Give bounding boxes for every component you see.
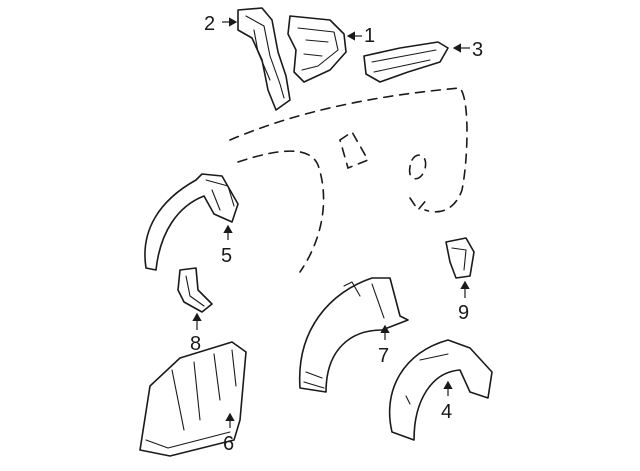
- part-1-bracket: [287, 15, 347, 83]
- callout-8: 8: [190, 333, 201, 355]
- callout-6: 6: [223, 433, 234, 455]
- callout-1: 1: [364, 25, 375, 47]
- part-9-clip: [445, 237, 475, 279]
- part-8-small-bracket: [177, 267, 213, 313]
- part-6-liner: [139, 341, 247, 457]
- part-2-brace: [237, 7, 291, 111]
- part-7-inner-wheelhouse: [298, 277, 409, 393]
- callout-3: 3: [472, 39, 483, 61]
- callout-4: 4: [441, 401, 452, 423]
- callout-2: 2: [204, 13, 215, 35]
- part-3-rail: [363, 41, 449, 83]
- part-4-splash-shield: [388, 339, 493, 441]
- callout-9: 9: [458, 302, 469, 324]
- quarter-panel-outline: [229, 87, 468, 273]
- leader-lines: [192, 17, 470, 428]
- part-5-wheelhouse-arch: [144, 173, 239, 271]
- callout-7: 7: [378, 345, 389, 367]
- callout-5: 5: [221, 245, 232, 267]
